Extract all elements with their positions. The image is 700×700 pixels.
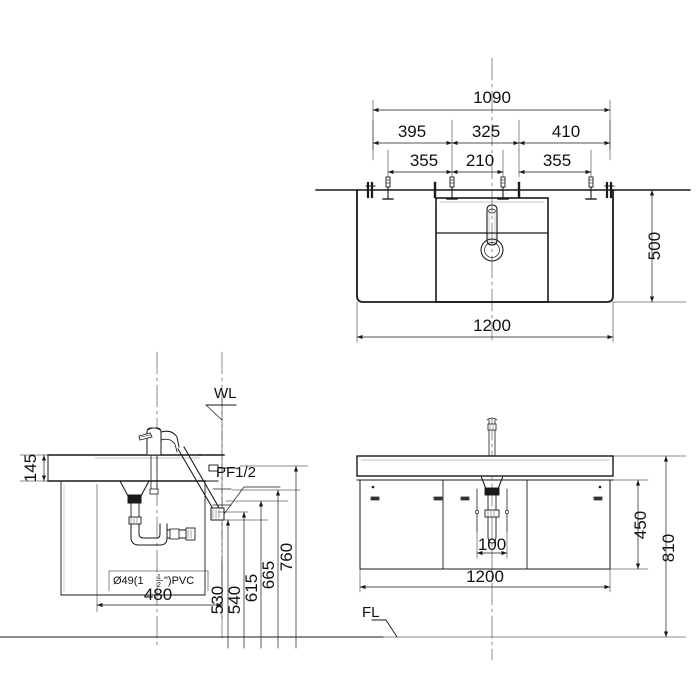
dim-label-810: 810 (659, 534, 678, 562)
dim-label-100: 100 (478, 535, 506, 554)
label-wl: WL (214, 385, 237, 402)
label-drain-pipe: Ø49(1 1 2 ")PVC (113, 574, 194, 589)
wl-leader (205, 404, 237, 421)
dim-label-540: 540 (225, 586, 244, 614)
cabinet-body-side (60, 480, 206, 596)
drain-label-box (108, 570, 209, 592)
top-view-group (315, 99, 691, 343)
label-drain-pipe-tail: ")PVC (164, 575, 194, 587)
dim-stack-side (217, 465, 309, 649)
dim-label-355-right: 355 (543, 151, 571, 170)
dim-row-355-210-355 (387, 149, 592, 178)
dim-row-395-325-410 (372, 119, 611, 151)
anchor-bolt-3 (497, 176, 509, 200)
dim-label-395: 395 (398, 122, 426, 141)
faucet-plan (480, 204, 504, 262)
label-drain-frac-denominator: 2 (157, 582, 161, 589)
dim-1200-front (359, 568, 611, 593)
door-hardware (370, 485, 603, 501)
front-view-group (0, 417, 687, 638)
basin-outline (435, 197, 549, 303)
faucet-front (486, 417, 498, 457)
dim-810 (359, 455, 687, 638)
dim-label-145: 145 (21, 454, 40, 482)
dim-label-210: 210 (466, 151, 494, 170)
anchor-bolt-2 (446, 176, 458, 200)
dim-label-500: 500 (645, 232, 664, 260)
dim-480 (96, 483, 223, 613)
dim-1200-plan (356, 301, 614, 343)
dim-label-530: 530 (208, 586, 227, 614)
drain-front (475, 475, 509, 544)
dim-label-450: 450 (631, 511, 650, 539)
dim-label-665: 665 (259, 561, 278, 589)
wall-anchors (365, 176, 615, 200)
dim-145 (19, 454, 53, 482)
cabinet-box-front (359, 479, 611, 570)
dim-label-325: 325 (472, 122, 500, 141)
label-drain-frac-numerator: 1 (157, 574, 161, 581)
label-fl: FL (362, 604, 380, 621)
label-pf12: PF1/2 (216, 464, 256, 481)
dim-450 (609, 479, 649, 570)
dim-label-410: 410 (552, 122, 580, 141)
anchor-bolt-4 (585, 176, 597, 200)
centerlines (156, 57, 493, 661)
dim-label-355-left: 355 (410, 151, 438, 170)
dim-label-615: 615 (242, 574, 261, 602)
countertop-outline (356, 189, 614, 303)
dim-500 (612, 189, 687, 303)
side-view-group (19, 397, 309, 649)
dim-label-1200-front: 1200 (466, 567, 504, 586)
counter-slab-side (47, 454, 225, 482)
dim-label-1200-plan: 1200 (473, 316, 511, 335)
dim-100 (476, 531, 508, 559)
counter-slab-front (356, 455, 614, 481)
dim-label-480: 480 (144, 585, 172, 604)
label-drain-pipe-head: Ø49(1 (113, 575, 144, 587)
dim-label-1090: 1090 (473, 88, 511, 107)
basin-drain-side (119, 480, 196, 546)
faucet-side (138, 427, 180, 495)
dim-label-760: 760 (277, 543, 296, 571)
floor-line (0, 619, 398, 638)
anchor-bolt-1 (382, 176, 394, 200)
